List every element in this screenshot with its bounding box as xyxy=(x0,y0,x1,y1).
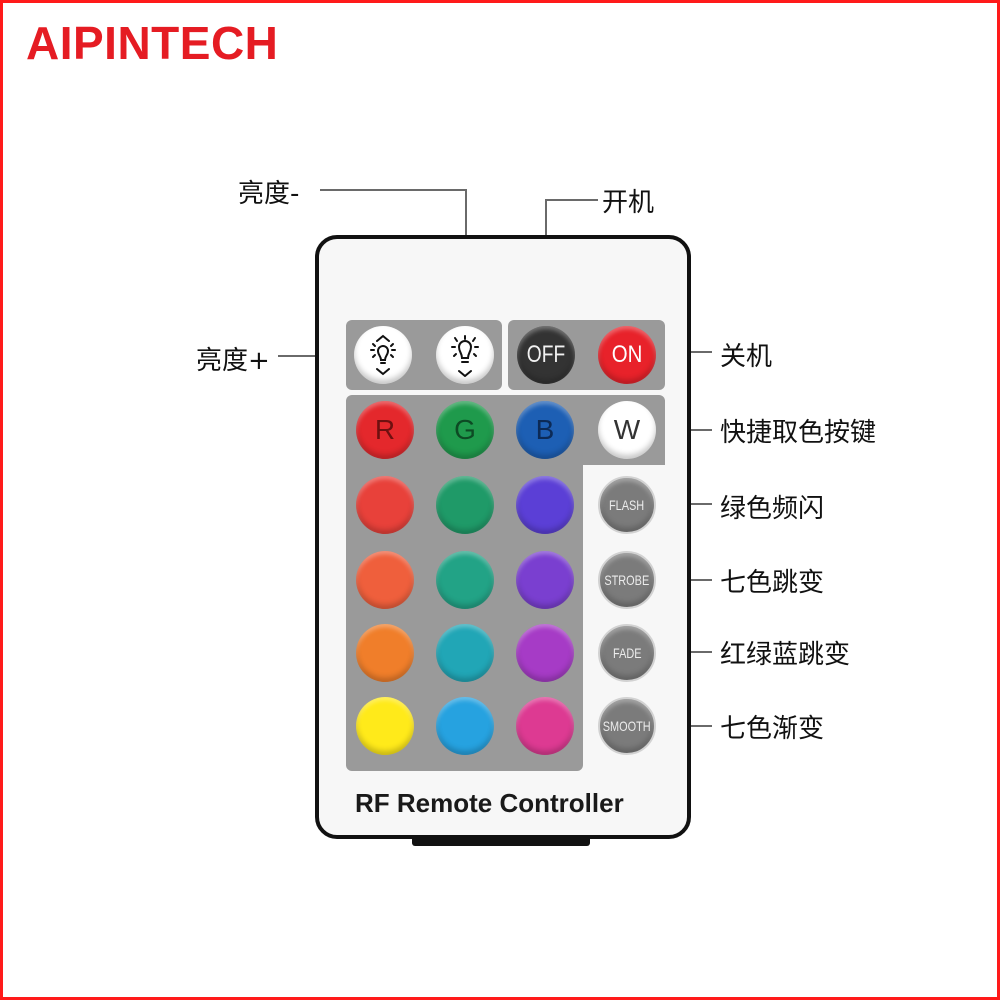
red-button[interactable]: R xyxy=(356,401,414,459)
brightness-up-button[interactable] xyxy=(354,326,412,384)
color-button[interactable] xyxy=(436,624,494,682)
color-button[interactable] xyxy=(516,551,574,609)
remote-bottom-edge xyxy=(412,838,590,846)
brightness-up-icon xyxy=(370,334,396,376)
callout-brightness-down: 亮度- xyxy=(238,179,300,209)
smooth-button[interactable]: SMOOTH xyxy=(598,697,656,755)
color-button[interactable] xyxy=(436,476,494,534)
green-label: G xyxy=(454,414,476,445)
off-label: OFF xyxy=(526,341,566,368)
color-button[interactable] xyxy=(516,624,574,682)
smooth-label: SMOOTH xyxy=(603,718,651,734)
white-label: W xyxy=(613,414,641,445)
white-button[interactable]: W xyxy=(598,401,656,459)
callout-smooth: 七色渐变 xyxy=(720,714,825,744)
flash-label: FLASH xyxy=(609,497,645,513)
flash-button[interactable]: FLASH xyxy=(598,476,656,534)
callout-power-on: 开机 xyxy=(602,188,655,218)
on-button[interactable]: ON xyxy=(598,326,656,384)
color-button[interactable] xyxy=(436,697,494,755)
fade-button[interactable]: FADE xyxy=(598,624,656,682)
callout-strobe: 七色跳变 xyxy=(720,568,825,598)
color-button[interactable] xyxy=(516,697,574,755)
brand-logo: AIPINTECH xyxy=(26,17,279,69)
color-button[interactable] xyxy=(356,476,414,534)
callout-power-off: 关机 xyxy=(720,342,773,372)
remote-title: RF Remote Controller xyxy=(355,788,624,818)
strobe-button[interactable]: STROBE xyxy=(598,551,656,609)
green-button[interactable]: G xyxy=(436,401,494,459)
on-label: ON xyxy=(611,341,643,368)
callout-quick-color: 快捷取色按键 xyxy=(720,418,877,448)
color-button[interactable] xyxy=(356,551,414,609)
strobe-label: STROBE xyxy=(604,572,650,588)
blue-button[interactable]: B xyxy=(516,401,574,459)
color-button[interactable] xyxy=(356,624,414,682)
color-button[interactable] xyxy=(436,551,494,609)
color-button[interactable] xyxy=(356,697,414,755)
off-button[interactable]: OFF xyxy=(517,326,575,384)
red-label: R xyxy=(374,414,396,445)
brightness-down-icon xyxy=(451,335,479,377)
blue-label: B xyxy=(535,414,555,445)
brightness-down-button[interactable] xyxy=(436,326,494,384)
callout-flash: 绿色频闪 xyxy=(720,494,825,524)
color-button[interactable] xyxy=(516,476,574,534)
callout-fade: 红绿蓝跳变 xyxy=(720,640,851,670)
callout-brightness-up: 亮度+ xyxy=(196,346,270,376)
fade-label: FADE xyxy=(612,645,642,661)
